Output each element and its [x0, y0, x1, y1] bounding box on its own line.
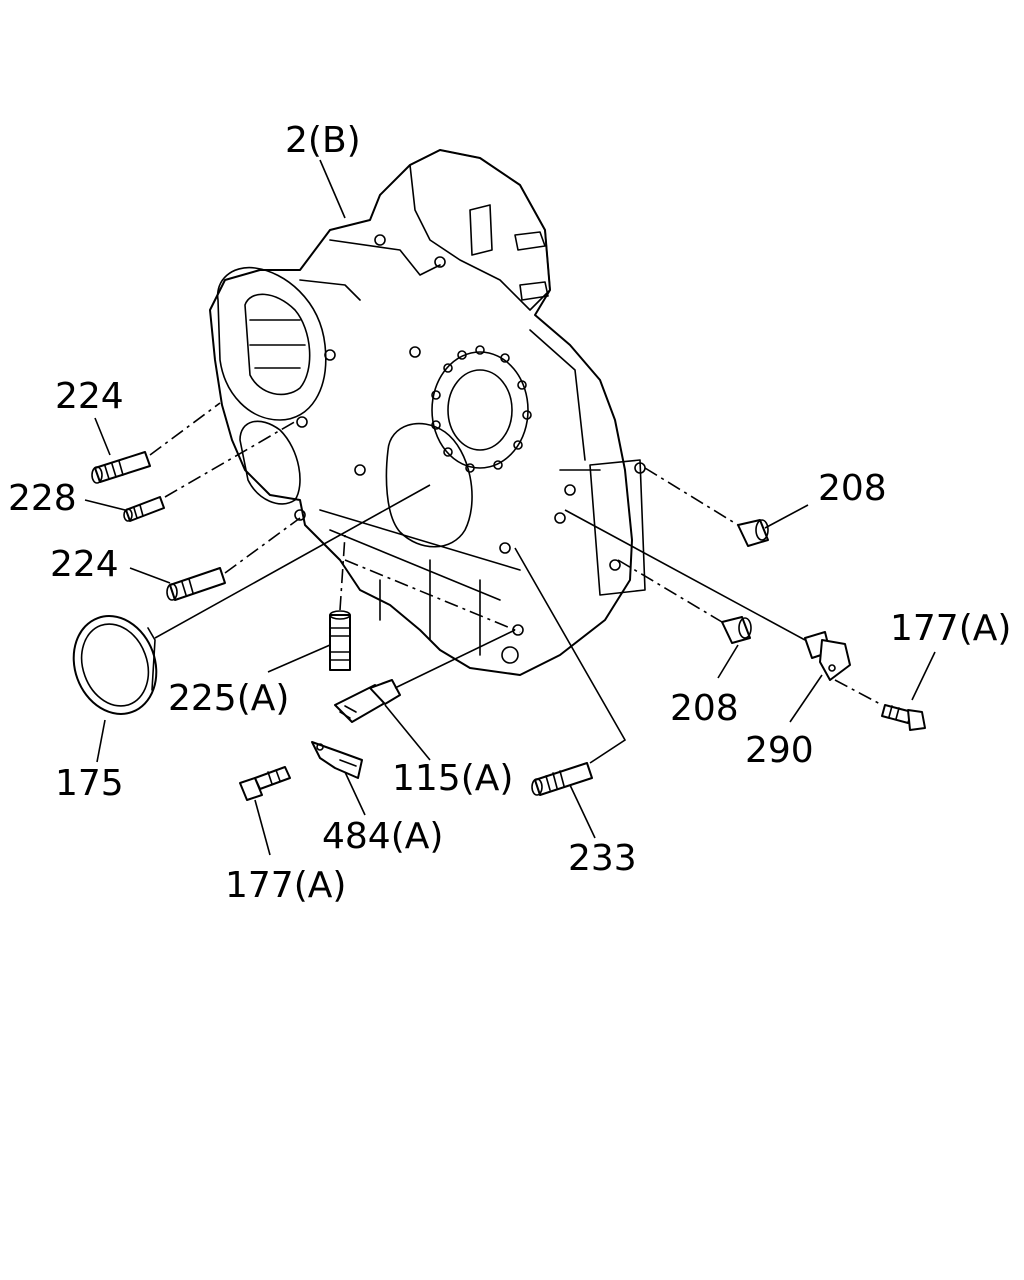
stud-228: [123, 496, 165, 522]
bolt-177a-bottom: [239, 766, 291, 801]
callout-177a-right: 177(A): [890, 608, 1011, 649]
dowel-208-top: [737, 519, 769, 547]
leader-lines: [84, 159, 936, 856]
callout-224-top: 224: [55, 376, 124, 417]
callout-225a: 225(A): [168, 678, 289, 719]
callout-208-top: 208: [818, 468, 887, 509]
callout-177a-bottom: 177(A): [225, 865, 346, 906]
dowel-208-bottom: [721, 616, 752, 644]
fitting-290: [804, 631, 851, 681]
stud-224-middle: [166, 567, 226, 601]
callout-115a: 115(A): [392, 758, 513, 799]
callout-208-bottom: 208: [670, 688, 739, 729]
callout-224-middle: 224: [50, 544, 119, 585]
callout-175: 175: [55, 763, 124, 804]
oil-seal-175: [72, 615, 158, 715]
flywheel-housing: [209, 149, 646, 676]
sensor-115a: [334, 679, 401, 723]
stud-224-top: [91, 451, 151, 484]
callout-290: 290: [745, 730, 814, 771]
callout-484a: 484(A): [322, 816, 443, 857]
bracket-484a: [311, 741, 363, 779]
callout-2b: 2(B): [285, 120, 361, 161]
callout-233: 233: [568, 838, 637, 879]
assembly-lines: [149, 402, 883, 764]
stud-233: [531, 762, 593, 796]
stud-225a: [329, 610, 351, 671]
callout-228: 228: [8, 478, 77, 519]
bolt-177a-right: [881, 704, 926, 731]
